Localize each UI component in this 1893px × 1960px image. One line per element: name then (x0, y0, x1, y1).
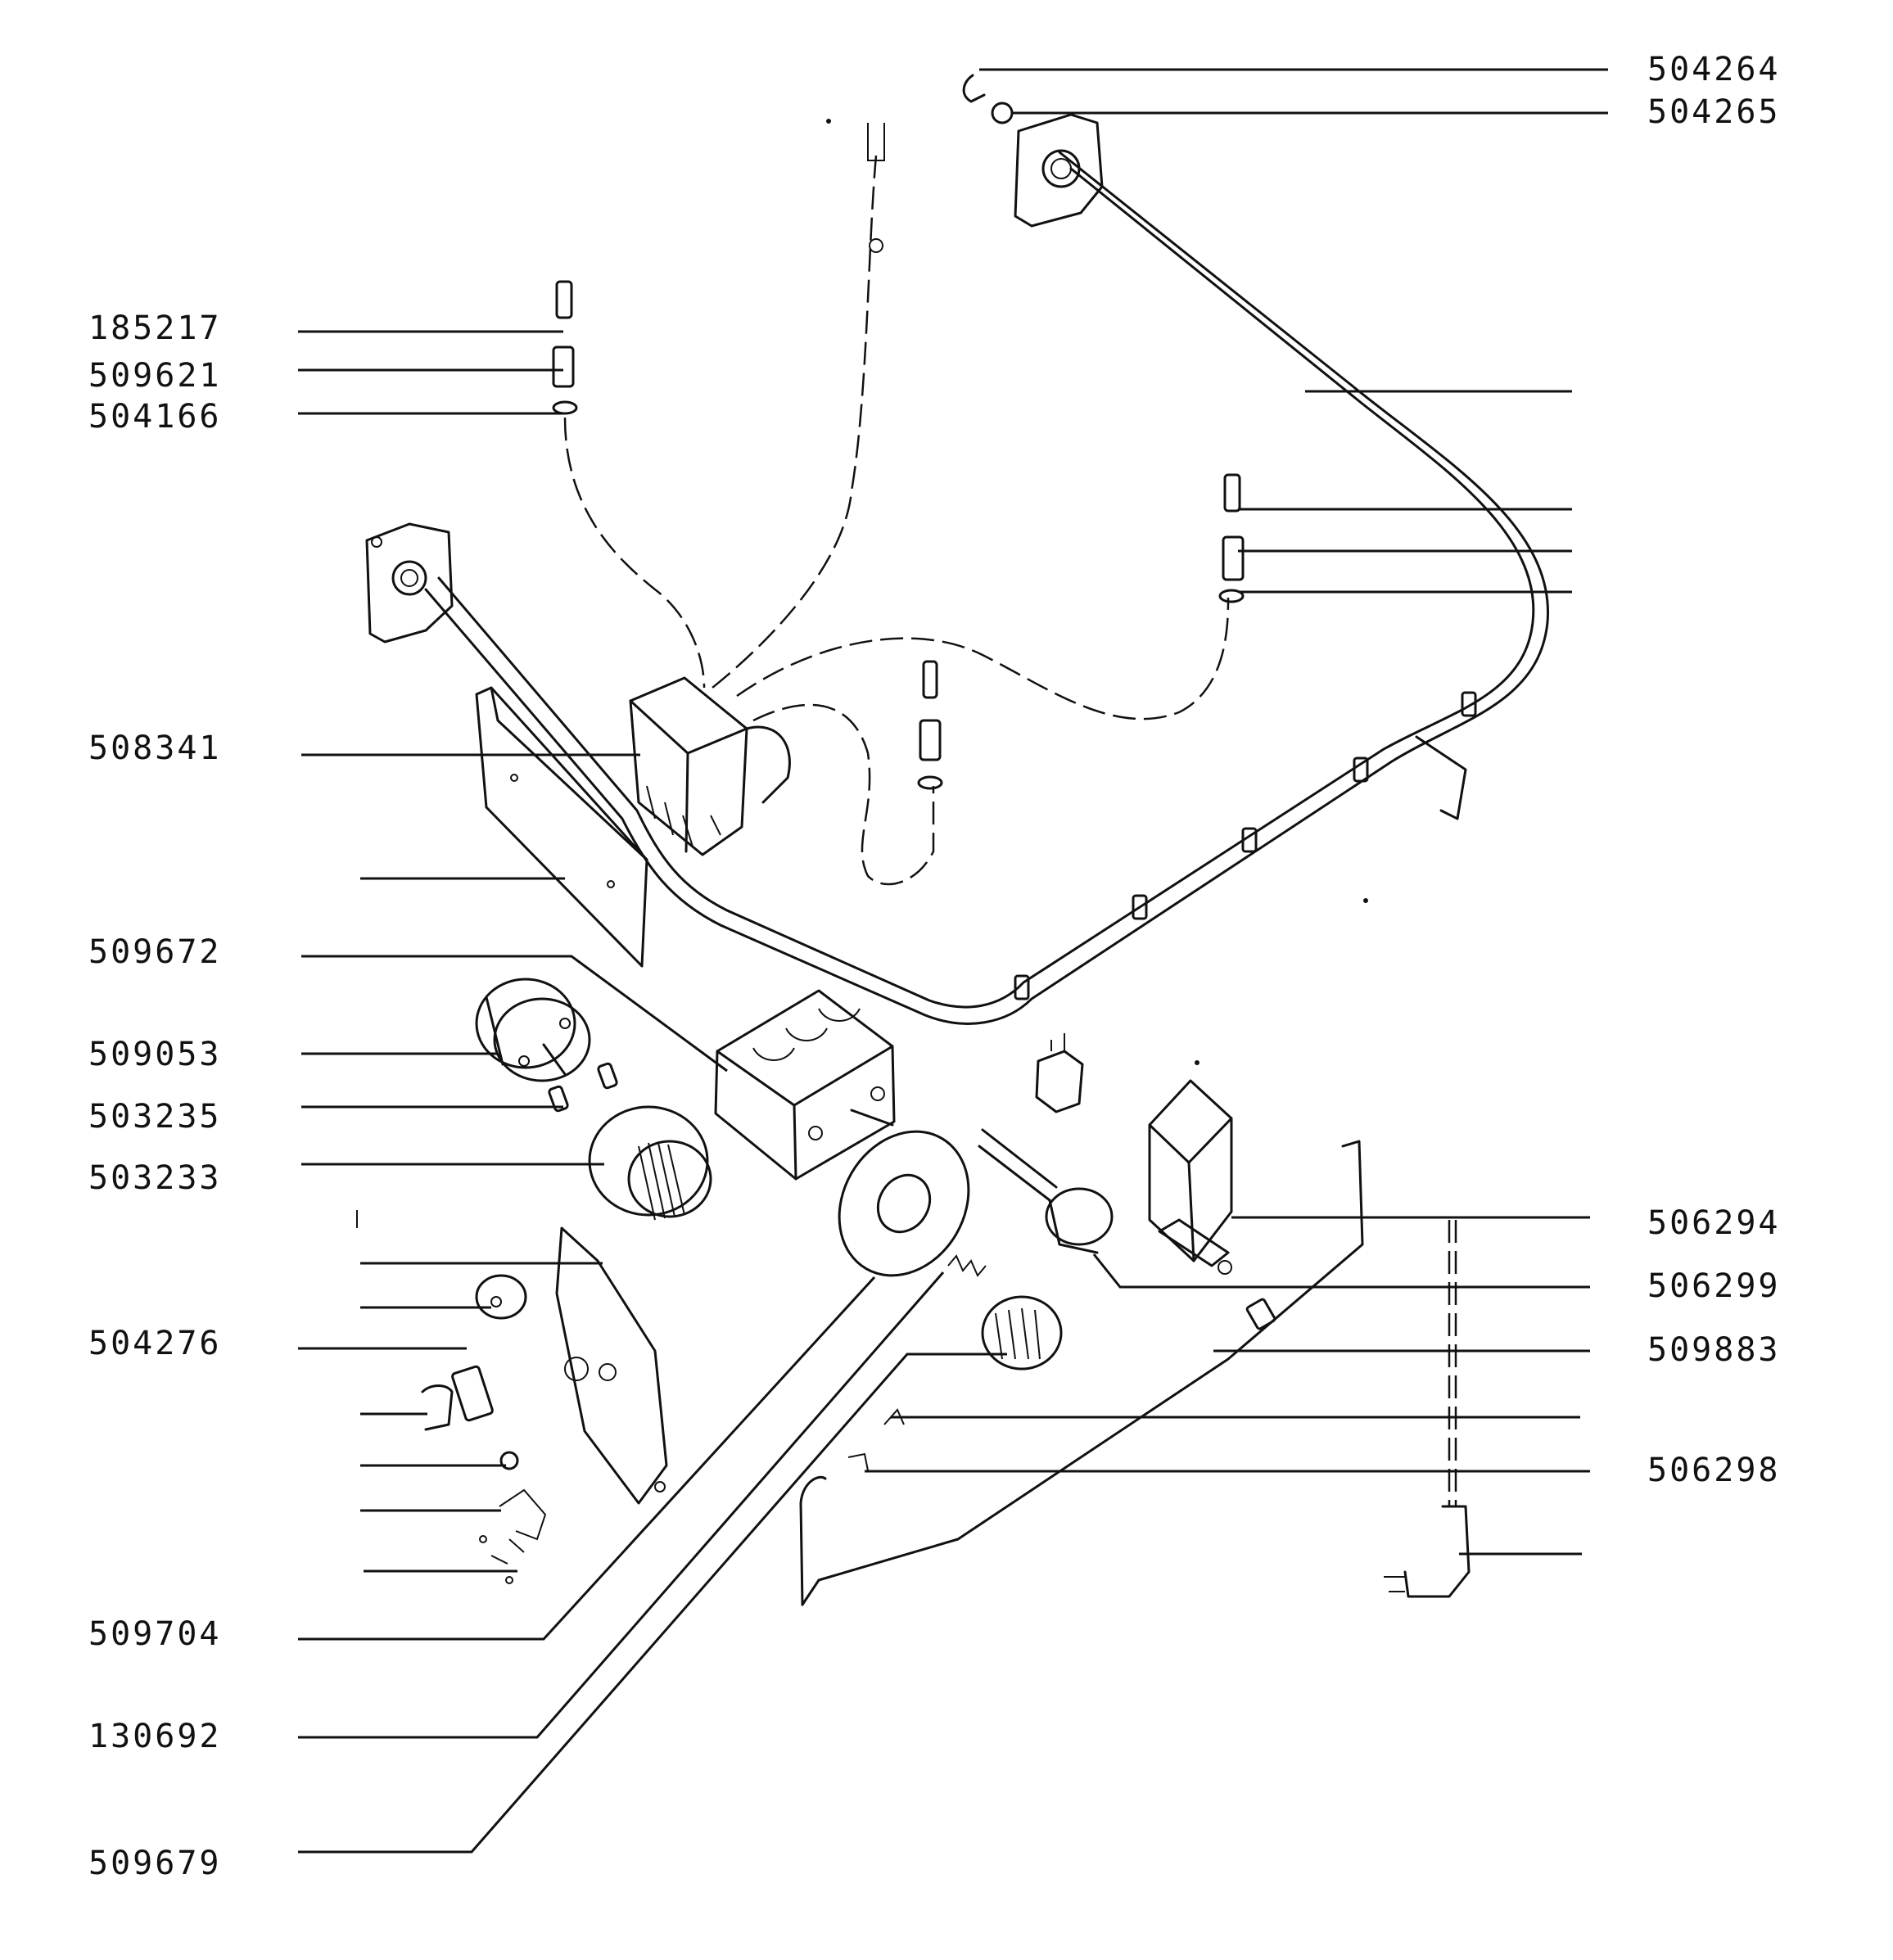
part-number-506294: 506294 (1647, 1204, 1781, 1242)
motor-bracket (1148, 1079, 1233, 1275)
control-knob-509679 (981, 1295, 1063, 1371)
part-number-503235: 503235 (88, 1098, 222, 1136)
part-number-509679: 509679 (88, 1845, 222, 1882)
part-number-185217: 185217 (88, 309, 222, 347)
door-switch (1035, 1033, 1084, 1113)
right-leader-lines (865, 68, 1608, 1556)
left-labels: 185217 509621 504166 508341 509672 50905… (88, 309, 222, 1882)
part-number-506299: 506299 (1647, 1267, 1781, 1305)
part-number-509672: 509672 (88, 933, 222, 971)
wire-terminal-left (552, 280, 578, 415)
thermostat-probe (978, 1128, 1114, 1254)
part-number-508341: 508341 (88, 729, 222, 767)
wire-terminal-center (917, 660, 943, 790)
pin-503235 (548, 1062, 618, 1113)
part-number-504166: 504166 (88, 398, 222, 436)
control-knob-503233 (588, 1105, 712, 1221)
leader-509679 (298, 1353, 1007, 1854)
element-support-studs (1014, 691, 1477, 1000)
wire-terminal-top (867, 123, 885, 253)
connector-clip-504264 (962, 74, 1014, 124)
part-number-509053: 509053 (88, 1036, 222, 1073)
lamp-bracket (555, 1226, 668, 1505)
leader-509704 (298, 1276, 876, 1641)
part-number-506298: 506298 (1647, 1452, 1781, 1489)
wire-terminal-right (1218, 473, 1245, 603)
left-leader-lines (298, 330, 1007, 1854)
leader-506299 (1092, 1253, 1590, 1289)
part-number-509883: 509883 (1647, 1331, 1781, 1369)
part-number-509704: 509704 (88, 1615, 222, 1653)
part-number-504265: 504265 (1647, 93, 1781, 131)
wiring-harness (563, 155, 1230, 886)
power-cord (1384, 1220, 1471, 1598)
lamp-socket (451, 1274, 527, 1422)
spring-130692 (947, 1254, 987, 1277)
leader-509672 (301, 955, 728, 1073)
terminal-block (629, 676, 791, 856)
part-number-504264: 504264 (1647, 51, 1781, 88)
part-number-130692: 130692 (88, 1718, 222, 1755)
wiring-loom (799, 1140, 1364, 1606)
bracket-plate (475, 686, 648, 968)
part-number-504276: 504276 (88, 1325, 222, 1362)
timer-motor (475, 978, 591, 1082)
heating-element-tube (424, 151, 1549, 1025)
part-number-503233: 503233 (88, 1159, 222, 1197)
trim-ring (838, 1130, 970, 1277)
rear-mounting-flange (1014, 113, 1104, 228)
right-labels: 504264 504265 506294 506299 509883 50629… (1647, 51, 1781, 1489)
part-number-509621: 509621 (88, 357, 222, 395)
small-hardware (421, 1384, 547, 1584)
selector-switch (714, 989, 896, 1181)
leader-130692 (298, 1271, 945, 1739)
front-mounting-flange (365, 522, 454, 644)
scan-specks (356, 119, 1368, 1228)
